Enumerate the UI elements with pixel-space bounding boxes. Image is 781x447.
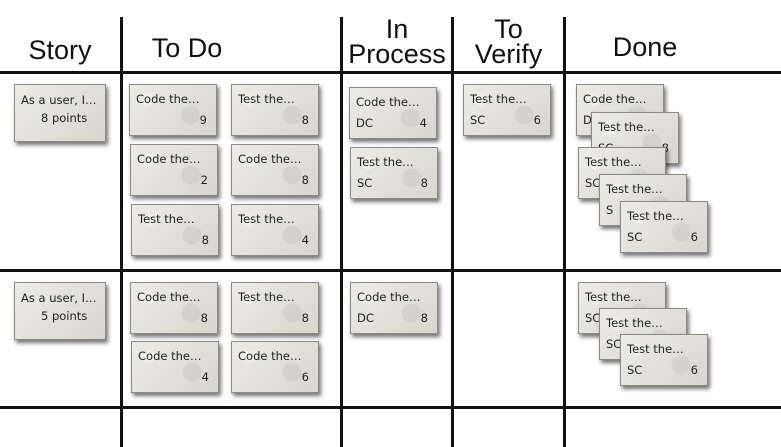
task-title: Test the…: [238, 92, 295, 106]
task-estimate: 8: [301, 113, 309, 127]
task-estimate: 8: [420, 311, 428, 325]
task-estimate: 9: [199, 113, 207, 127]
task-card[interactable]: Test the… 8: [231, 282, 319, 334]
task-owner: DC: [357, 311, 374, 325]
task-estimate: 6: [690, 230, 698, 244]
task-card[interactable]: Test the… 8: [231, 84, 319, 136]
task-estimate: 8: [200, 311, 208, 325]
task-owner: SC: [627, 363, 643, 377]
task-estimate: 4: [419, 116, 427, 130]
task-title: Test the…: [627, 209, 684, 223]
column-divider: [120, 17, 123, 447]
task-card[interactable]: Code the… 9: [129, 84, 217, 136]
row-divider: [0, 269, 781, 272]
task-title: Test the…: [606, 182, 663, 196]
header-in-process-line1: In: [385, 14, 409, 44]
task-card[interactable]: Code the… DC 4: [349, 87, 437, 139]
header-to-verify-line2: Verify: [474, 39, 543, 69]
task-owner: S: [606, 203, 614, 217]
task-card[interactable]: Code the… 8: [231, 144, 319, 196]
task-estimate: 6: [301, 370, 309, 384]
task-card[interactable]: Test the… S: [599, 174, 687, 226]
task-title: Test the…: [627, 342, 684, 356]
task-estimate: 8: [301, 311, 309, 325]
task-estimate: 6: [690, 363, 698, 377]
story-card[interactable]: As a user, I… 5 points: [14, 282, 106, 340]
task-owner: SC: [606, 337, 622, 351]
header-to-verify-line1: To: [494, 14, 523, 44]
row-divider: [0, 71, 781, 74]
task-estimate: 6: [533, 113, 541, 127]
header-story: Story: [28, 35, 92, 65]
task-owner: SC: [357, 176, 373, 190]
story-title: As a user, I…: [21, 93, 97, 107]
row-divider: [0, 406, 781, 409]
task-card[interactable]: Test the… SC 6: [620, 201, 708, 253]
task-estimate: 2: [200, 173, 208, 187]
task-title: Test the…: [585, 290, 642, 304]
story-card[interactable]: As a user, I… 8 points: [14, 84, 106, 142]
task-title: Test the…: [357, 155, 414, 169]
task-card[interactable]: Test the… 4: [231, 204, 319, 256]
task-title: Test the…: [606, 316, 663, 330]
task-owner: SC: [627, 230, 643, 244]
task-card[interactable]: Code the… 4: [131, 341, 219, 393]
task-card[interactable]: Code the… 8: [130, 282, 218, 334]
task-card[interactable]: Test the… SC 6: [463, 84, 551, 136]
task-owner: SC: [585, 176, 601, 190]
task-estimate: 8: [201, 233, 209, 247]
task-title: Test the…: [585, 155, 642, 169]
column-divider: [563, 17, 566, 447]
task-owner: DC: [356, 116, 373, 130]
task-title: Code the…: [238, 349, 302, 363]
task-owner: D: [583, 113, 592, 127]
task-title: Test the…: [238, 212, 295, 226]
task-estimate: 8: [301, 173, 309, 187]
task-estimate: 8: [420, 176, 428, 190]
task-title: Test the…: [470, 92, 527, 106]
task-title: Test the…: [138, 212, 195, 226]
task-card[interactable]: Code the… DC 8: [350, 282, 438, 334]
task-title: Code the…: [137, 152, 201, 166]
task-title: Code the…: [357, 290, 421, 304]
task-card[interactable]: Test the… SC 8: [350, 147, 438, 199]
task-owner: SC: [585, 311, 601, 325]
task-estimate: 4: [301, 233, 309, 247]
task-title: Code the…: [583, 92, 647, 106]
task-card[interactable]: Code the… 2: [130, 144, 218, 196]
column-divider: [451, 17, 454, 447]
header-todo: To Do: [151, 33, 223, 63]
header-in-process-line2: Process: [348, 39, 446, 69]
task-card[interactable]: Test the… SC 6: [620, 334, 708, 386]
header-to-verify: To Verify: [454, 14, 563, 69]
story-points: 8 points: [41, 111, 88, 125]
task-owner: SC: [470, 113, 486, 127]
task-title: Code the…: [138, 349, 202, 363]
story-points: 5 points: [41, 309, 88, 323]
task-card[interactable]: Test the… 8: [131, 204, 219, 256]
task-title: Test the…: [238, 290, 295, 304]
task-title: Code the…: [137, 290, 201, 304]
column-divider: [340, 17, 343, 447]
task-title: Test the…: [598, 120, 655, 134]
header-done: Done: [612, 32, 678, 62]
task-title: Code the…: [356, 95, 420, 109]
task-title: Code the…: [136, 92, 200, 106]
task-title: Code the…: [238, 152, 302, 166]
story-title: As a user, I…: [21, 291, 97, 305]
task-card[interactable]: Code the… 6: [231, 341, 319, 393]
task-estimate: 4: [201, 370, 209, 384]
header-in-process: In Process: [343, 14, 451, 69]
